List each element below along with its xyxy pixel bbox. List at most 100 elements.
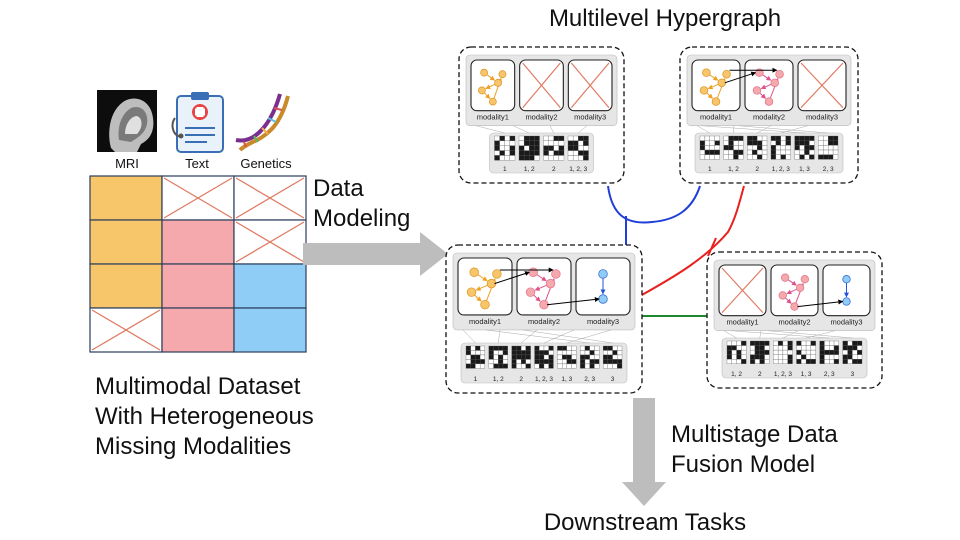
- data-modeling-label-line1: Data: [313, 175, 364, 202]
- hyperedge-label: 1, 3: [799, 166, 810, 173]
- graph-node: [480, 68, 488, 77]
- blue-hyperedge: [607, 185, 701, 224]
- graph-node: [492, 269, 502, 279]
- red-hyperedge-drop: [707, 237, 717, 257]
- fusion-label-line1: Multistage Data: [671, 421, 838, 448]
- fusion-arrow: [622, 398, 666, 506]
- modality-panel: modality1: [457, 257, 513, 326]
- dataset-cell: [89, 307, 163, 353]
- hyperedge-label: 1, 2: [524, 166, 535, 173]
- dataset-cell: [233, 219, 307, 265]
- fusion-label-line2: Fusion Model: [671, 451, 815, 478]
- graph-node: [598, 294, 608, 304]
- dataset-cell: [161, 219, 235, 265]
- hyperedge-matrix: 1: [494, 135, 516, 173]
- hyperedge-label: 1, 2, 3: [535, 376, 553, 383]
- dataset-cell: [161, 175, 235, 221]
- hyperedge-label: 1, 2: [731, 371, 742, 378]
- hyperedge-label: 1, 2: [728, 166, 739, 173]
- modality-name-label: modality3: [574, 113, 606, 122]
- hypergraph-layer: modality1 modality2 modality3 1 1, 2 2 1, 2, 3…: [445, 46, 883, 394]
- hyperedge-label: 2: [755, 166, 759, 173]
- graph-node: [842, 275, 851, 284]
- graph-node: [780, 273, 790, 282]
- modality-panel: modality1: [470, 59, 516, 122]
- hyperedge-label: 1, 2, 3: [772, 166, 790, 173]
- graph-node: [790, 302, 799, 311]
- hyperedge-matrix: 1, 2, 3: [567, 135, 589, 173]
- dataset-cell: [89, 219, 163, 265]
- red-hyperedge: [639, 185, 745, 297]
- hyperedge-label: 1: [474, 376, 478, 383]
- graph-node: [717, 78, 726, 88]
- graph-node: [795, 283, 805, 292]
- dataset-caption-line1: Multimodal Dataset: [95, 373, 301, 400]
- mri-icon: [97, 90, 157, 152]
- modality-panel: modality3: [567, 59, 613, 122]
- hyperedge-matrix: 1, 2: [726, 340, 747, 378]
- graph-node: [711, 97, 721, 106]
- graph-node: [488, 97, 497, 106]
- hyperedge-matrix: 1, 3: [794, 135, 815, 173]
- hyperedge-matrix: 2: [511, 345, 531, 383]
- hyperedge-matrix: 3: [602, 345, 623, 383]
- graph-node: [525, 287, 536, 297]
- modality-panel: modality3: [575, 257, 631, 326]
- hyperedge-label: 2: [758, 371, 762, 378]
- modality-name-label: modality2: [528, 317, 560, 326]
- graph-node: [528, 267, 538, 277]
- hyperedge-matrix: 2, 3: [818, 135, 839, 173]
- hyperedge-label: 2, 3: [824, 371, 835, 378]
- graph-node: [545, 278, 556, 289]
- hyperedge-matrix: 1: [699, 135, 720, 173]
- dna-icon: [235, 93, 290, 152]
- hyperedge-matrix: 1, 2: [723, 135, 744, 173]
- hyperedge-label: 2, 3: [584, 376, 595, 383]
- graph-node: [770, 78, 779, 88]
- graph-node: [722, 69, 731, 79]
- modality-panel: modality2: [770, 264, 819, 327]
- hyperedge-label: 3: [611, 376, 615, 383]
- graph-node: [469, 267, 479, 277]
- graph-node: [764, 97, 774, 106]
- modality-name-label: modality1: [700, 113, 732, 122]
- text-label: Text: [185, 156, 209, 171]
- modality-panel: modality2: [516, 257, 572, 326]
- hyperedge-label: 1, 3: [801, 371, 812, 378]
- mri-label: MRI: [115, 156, 139, 171]
- dataset-cell: [161, 263, 235, 309]
- dataset-cell: [233, 307, 307, 353]
- data-modeling-label-line2: Modeling: [313, 205, 410, 232]
- graph-node: [752, 86, 762, 95]
- graph-node: [494, 78, 502, 87]
- hyperedge-label: 2: [519, 376, 523, 383]
- hyperedge-matrix: 2, 3: [819, 340, 839, 378]
- graph-node: [778, 291, 787, 300]
- hyperedge-matrix: 1, 2: [518, 135, 540, 173]
- graph-node: [775, 69, 784, 79]
- modality-name-label: modality3: [830, 318, 862, 327]
- hyperedge-label: 3: [851, 371, 855, 378]
- hyperedge-matrix: 1, 2, 3: [773, 340, 793, 378]
- graph-node: [598, 269, 608, 279]
- data-modeling-arrow: [303, 232, 448, 276]
- hyperedge-matrix: 1, 3: [557, 345, 577, 383]
- modality-name-label: modality2: [753, 113, 785, 122]
- hypergraph-title: Multilevel Hypergraph: [549, 5, 781, 32]
- modality-name-label: modality3: [806, 113, 838, 122]
- hyperedge-matrix: 1, 3: [796, 340, 816, 378]
- clipboard-icon: [171, 92, 224, 153]
- graph-node: [842, 297, 851, 306]
- modality-name-label: modality2: [525, 113, 557, 122]
- graph-node: [699, 86, 709, 95]
- genetics-label: Genetics: [240, 156, 292, 171]
- hyperedge-matrix: 1, 2, 3: [534, 345, 554, 383]
- hyperedge-label: 1: [503, 166, 507, 173]
- hyperedge-label: 2, 3: [823, 166, 834, 173]
- graph-node: [466, 287, 477, 297]
- dataset-caption-line2: With Heterogeneous: [95, 403, 314, 430]
- hyperedge-matrix: 3: [842, 340, 863, 378]
- modality-name-label: modality1: [469, 317, 501, 326]
